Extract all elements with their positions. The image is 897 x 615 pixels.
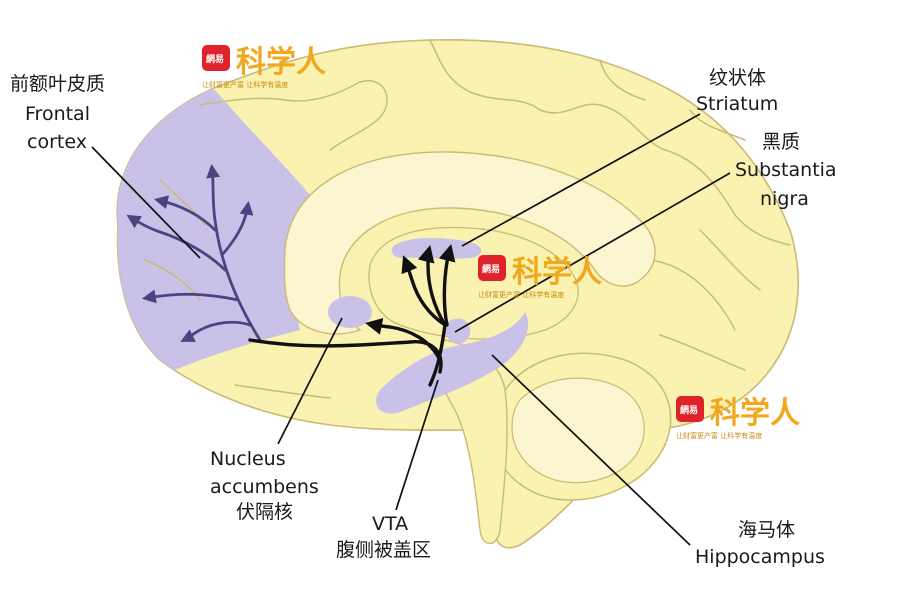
watermark-subtitle: 让财富更产富 让科学有温度: [676, 431, 762, 440]
watermark-logo-icon: [202, 45, 230, 71]
vta-leader: [395, 379, 439, 511]
nigrostriatal-pathway-2: [417, 245, 447, 327]
nucleus-label-en2: accumbens: [210, 476, 319, 498]
frontal-label-cn: 前额叶皮质: [10, 73, 105, 95]
frontal-pathways: [126, 163, 262, 342]
hippo-label-cn: 海马体: [738, 519, 795, 541]
watermark-middle: 網易 科学人 让财富更产富 让科学有温度: [478, 255, 602, 299]
substantia-label-en2: nigra: [760, 188, 809, 210]
neural-regions: [328, 237, 529, 414]
striatum-region: [391, 237, 482, 259]
nigrostriatal-pathway-1: [401, 255, 447, 327]
watermark-logo-icon: [676, 396, 704, 422]
nucleus-label-cn: 伏隔核: [236, 501, 293, 523]
vta-label-en: VTA: [372, 513, 408, 535]
striatum-label-en: Striatum: [696, 93, 778, 115]
watermark-title: 科学人: [710, 396, 800, 431]
striatum-leader: [461, 113, 701, 247]
dopamine-pathways: [248, 244, 456, 387]
substantia-leader: [454, 172, 731, 333]
watermark-logo-text: 網易: [680, 404, 698, 416]
striatum-label-cn: 纹状体: [709, 67, 766, 89]
brain-body: [116, 39, 799, 549]
frontal-label-en1: Frontal: [25, 103, 90, 125]
watermark-subtitle: 让财富更产富 让科学有温度: [202, 80, 288, 89]
watermark-title: 科学人: [512, 255, 602, 290]
corpus-callosum: [283, 151, 656, 335]
nucleus-accumbens-region: [328, 296, 372, 328]
vta-label-cn: 腹侧被盖区: [336, 539, 431, 561]
nucleus-label-en1: Nucleus: [210, 448, 286, 470]
mesolimbic-pathway: [364, 317, 442, 362]
watermark-logo-text: 網易: [482, 263, 500, 275]
frontal-cortex-region: [117, 90, 310, 400]
vta-region: [376, 312, 529, 414]
substantia-label-cn: 黑质: [762, 131, 800, 153]
mesocortical-pathway: [248, 338, 443, 374]
watermark-logo-text: 網易: [206, 53, 224, 65]
hippo-leader: [491, 354, 691, 546]
nucleus-leader: [277, 317, 343, 445]
cerebellum-inner: [511, 377, 645, 484]
vta-stem: [428, 323, 447, 387]
brainstem: [437, 339, 508, 545]
substantia-label-en1: Substantia: [735, 159, 837, 181]
watermark-logo-icon: [478, 255, 506, 281]
leader-lines: [91, 113, 731, 546]
frontal-leader: [91, 146, 201, 259]
frontal-label-en2: cortex: [27, 131, 87, 153]
watermark-title: 科学人: [236, 45, 326, 80]
nigrostriatal-pathway-3: [438, 244, 456, 327]
watermark-subtitle: 让财富更产富 让科学有温度: [478, 290, 564, 299]
hippo-label-en: Hippocampus: [695, 546, 825, 568]
gyri-lines: [144, 39, 791, 399]
watermark-top: 網易 科学人 让财富更产富 让科学有温度: [202, 45, 326, 89]
labels: 前额叶皮质 Frontal cortex 纹状体 Striatum 黑质 Sub…: [10, 67, 837, 568]
watermark-bottom: 網易 科学人 让财富更产富 让科学有温度: [676, 396, 800, 440]
